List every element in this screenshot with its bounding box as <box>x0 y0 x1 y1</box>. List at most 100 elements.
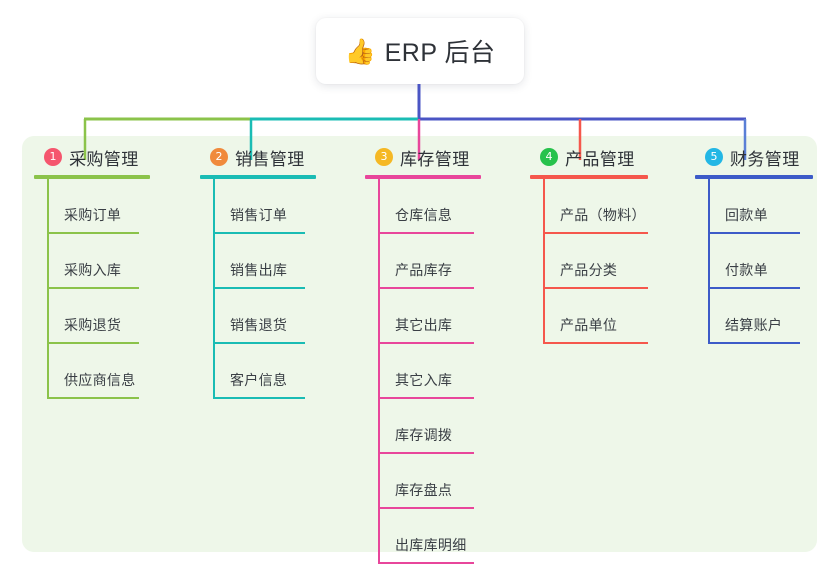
branch-item[interactable]: 供应商信息 <box>47 344 150 399</box>
branch-item[interactable]: 库存调拨 <box>378 399 481 454</box>
branch-item-label: 产品库存 <box>395 262 453 278</box>
branch-title: 采购管理 <box>69 149 139 169</box>
branch-title: 库存管理 <box>400 149 470 169</box>
branch-item[interactable]: 产品单位 <box>543 289 648 344</box>
branch-item-underline <box>378 232 474 234</box>
branch-item-underline <box>543 342 648 344</box>
branch-item-underline <box>47 287 139 289</box>
branch-item[interactable]: 采购退货 <box>47 289 150 344</box>
branch-badge-icon: 2 <box>210 148 228 166</box>
branch-item-list: 回款单付款单结算账户 <box>708 179 813 344</box>
branch-badge-icon: 3 <box>375 148 393 166</box>
branch-item-label: 其它出库 <box>395 317 453 333</box>
branch-item-underline <box>213 397 305 399</box>
root-node-card[interactable]: 👍 ERP 后台 <box>316 18 524 84</box>
branch-item-label: 销售退货 <box>230 317 288 333</box>
branch-item-label: 回款单 <box>725 207 768 223</box>
branch-item-label: 供应商信息 <box>64 372 136 388</box>
branch-item-label: 客户信息 <box>230 372 288 388</box>
branch-2[interactable]: 2 销售管理销售订单销售出库销售退货客户信息 <box>200 144 316 399</box>
branch-item-underline <box>213 342 305 344</box>
branches-panel <box>22 136 817 552</box>
branch-item-list: 销售订单销售出库销售退货客户信息 <box>213 179 316 399</box>
branch-item[interactable]: 结算账户 <box>708 289 813 344</box>
branch-item-underline <box>47 397 139 399</box>
branch-item-underline <box>47 342 139 344</box>
branch-item-underline <box>708 342 800 344</box>
branch-item[interactable]: 付款单 <box>708 234 813 289</box>
branch-item-underline <box>708 287 800 289</box>
branch-item[interactable]: 库存盘点 <box>378 454 481 509</box>
branch-item[interactable]: 其它出库 <box>378 289 481 344</box>
branch-underline <box>34 175 150 179</box>
branch-item-label: 产品单位 <box>560 317 618 333</box>
branch-item-underline <box>543 287 648 289</box>
branch-header-2[interactable]: 2 销售管理 <box>200 144 316 170</box>
branch-item[interactable]: 其它入库 <box>378 344 481 399</box>
branch-item[interactable]: 出库库明细 <box>378 509 481 564</box>
branch-item[interactable]: 销售退货 <box>213 289 316 344</box>
branch-item-label: 仓库信息 <box>395 207 453 223</box>
branch-item-label: 其它入库 <box>395 372 453 388</box>
branch-item-underline <box>47 232 139 234</box>
branch-item-list: 采购订单采购入库采购退货供应商信息 <box>47 179 150 399</box>
branch-item-underline <box>543 232 648 234</box>
branch-item[interactable]: 仓库信息 <box>378 179 481 234</box>
branch-item[interactable]: 回款单 <box>708 179 813 234</box>
branch-item-list: 仓库信息产品库存其它出库其它入库库存调拨库存盘点出库库明细 <box>378 179 481 564</box>
branch-spine <box>213 179 215 399</box>
branch-item-label: 结算账户 <box>725 317 783 333</box>
branch-item[interactable]: 产品（物料） <box>543 179 648 234</box>
branch-item-label: 付款单 <box>725 262 768 278</box>
branch-item-list: 产品（物料） 产品分类产品单位 <box>543 179 648 344</box>
branch-item-underline <box>378 452 474 454</box>
branch-spine <box>543 179 545 344</box>
branch-item-underline <box>378 342 474 344</box>
branch-4[interactable]: 4 产品管理产品（物料） 产品分类产品单位 <box>530 144 648 344</box>
branch-5[interactable]: 5 财务管理回款单付款单结算账户 <box>695 144 813 344</box>
thumbs-up-icon: 👍 <box>344 36 376 66</box>
branch-3[interactable]: 3 库存管理仓库信息产品库存其它出库其它入库库存调拨库存盘点出库库明细 <box>365 144 481 564</box>
branch-item-label: 库存盘点 <box>395 482 453 498</box>
branch-item-label: 销售出库 <box>230 262 288 278</box>
branch-title: 财务管理 <box>730 149 800 169</box>
branch-header-4[interactable]: 4 产品管理 <box>530 144 648 170</box>
branch-underline <box>365 175 481 179</box>
branch-item[interactable]: 销售订单 <box>213 179 316 234</box>
branch-badge-icon: 5 <box>705 148 723 166</box>
branch-badge-icon: 4 <box>540 148 558 166</box>
branch-item-label: 库存调拨 <box>395 427 453 443</box>
branch-spine <box>708 179 710 344</box>
branch-item[interactable]: 销售出库 <box>213 234 316 289</box>
branch-item[interactable]: 采购订单 <box>47 179 150 234</box>
branch-item-label: 销售订单 <box>230 207 288 223</box>
branch-header-5[interactable]: 5 财务管理 <box>695 144 813 170</box>
branch-item-underline <box>378 562 474 564</box>
branch-item-underline <box>378 397 474 399</box>
branch-spine <box>47 179 49 399</box>
branch-item-label: 采购退货 <box>64 317 122 333</box>
branch-item-underline <box>213 287 305 289</box>
branch-item-underline <box>213 232 305 234</box>
branch-underline <box>530 175 648 179</box>
branch-header-3[interactable]: 3 库存管理 <box>365 144 481 170</box>
branch-title: 销售管理 <box>235 149 305 169</box>
branch-item-underline <box>378 287 474 289</box>
root-node-title: ERP 后台 <box>384 39 496 67</box>
branch-spine <box>378 179 380 564</box>
branch-underline <box>695 175 813 179</box>
branch-item[interactable]: 采购入库 <box>47 234 150 289</box>
branch-item-label: 产品（物料） <box>560 207 646 223</box>
branch-item-underline <box>378 507 474 509</box>
branch-item[interactable]: 客户信息 <box>213 344 316 399</box>
branch-item[interactable]: 产品库存 <box>378 234 481 289</box>
branch-item-label: 出库库明细 <box>395 537 467 553</box>
branch-item-label: 采购订单 <box>64 207 122 223</box>
branch-title: 产品管理 <box>565 149 635 169</box>
branch-item-label: 采购入库 <box>64 262 122 278</box>
branch-item[interactable]: 产品分类 <box>543 234 648 289</box>
branch-underline <box>200 175 316 179</box>
